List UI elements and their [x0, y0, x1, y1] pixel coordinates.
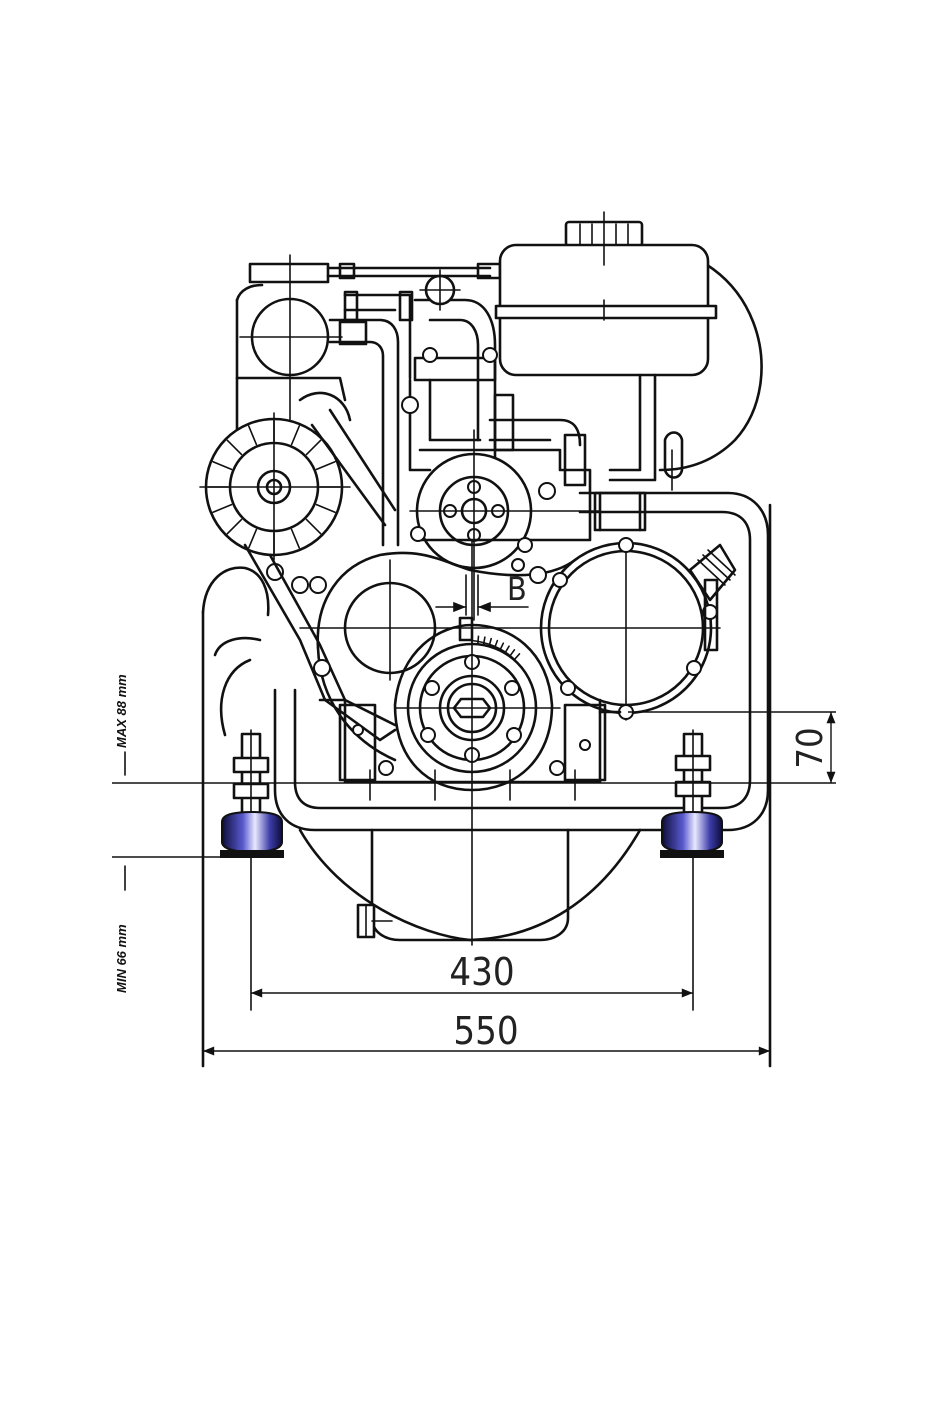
dimension-mount-offset-value: 70: [790, 727, 831, 768]
alternator: [200, 393, 395, 740]
oil-sump: [358, 830, 568, 940]
timing-scale-tick: [483, 637, 484, 645]
timing-scale-tick: [514, 654, 519, 660]
timing-scale-tick: [505, 646, 509, 653]
timing-mark-indicator: B: [436, 570, 528, 615]
dimension-mount-spacing-value: 430: [449, 950, 514, 994]
dimension-mount-spacing: 430: [251, 950, 693, 994]
dimension-overall-width: 550: [203, 1009, 770, 1053]
engine-mount-right: [660, 730, 724, 1010]
max-height-label: MAX 88 mm: [114, 674, 129, 748]
timing-scale-tick: [478, 636, 479, 644]
expansion-tank: [496, 212, 716, 490]
timing-mark-label: B: [507, 570, 527, 608]
timing-scale-tick: [510, 650, 515, 656]
min-height-label: MIN 66 mm: [114, 924, 129, 993]
mount-height-labels: MAX 88 mm MIN 66 mm: [112, 674, 222, 993]
dimension-overall-width-value: 550: [453, 1009, 518, 1053]
